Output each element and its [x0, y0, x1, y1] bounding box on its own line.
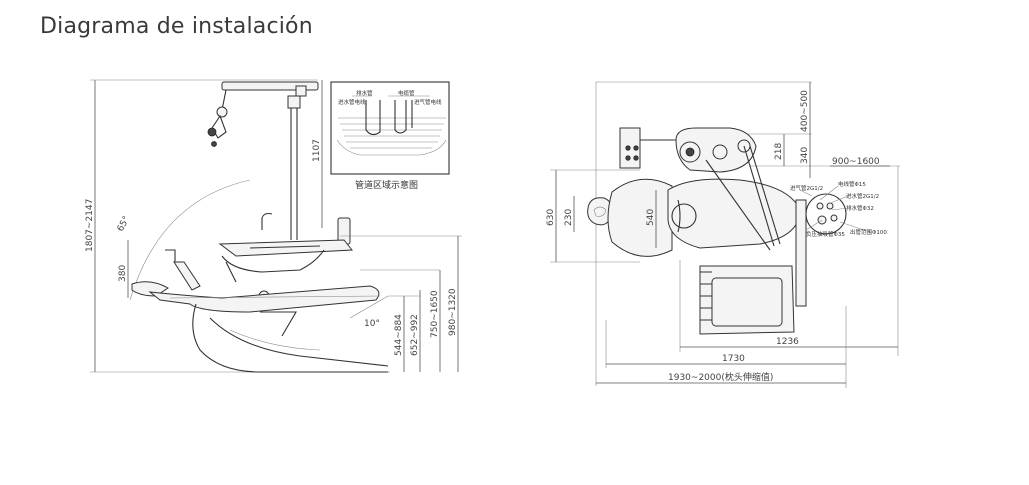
dim-630: 630	[546, 209, 556, 226]
dim-340: 340	[800, 147, 810, 164]
pipe-label-3: 进水管电线	[338, 98, 366, 106]
callout-5: 负压抽吸管Φ35	[806, 230, 845, 238]
dim-h1: 544~884	[394, 314, 404, 356]
callout-4: 排水管Φ32	[846, 204, 874, 212]
callout-6: 出管范围Φ100	[850, 228, 887, 236]
dim-h4: 980~1320	[448, 288, 458, 336]
callout-3: 进水管2G1/2	[846, 192, 879, 200]
instrument-tray	[218, 239, 353, 257]
dim-540: 540	[646, 209, 656, 226]
dim-1236: 1236	[776, 337, 799, 347]
dim-height-range: 1807~2147	[85, 199, 95, 252]
pole-cap	[295, 85, 307, 97]
dim-900-1600: 900~1600	[832, 157, 880, 167]
chair-seat	[148, 285, 380, 313]
dim-angle: 65°	[116, 215, 132, 234]
callout-2: 进气管2G1/2	[790, 184, 823, 192]
pipe-inset-drawing	[336, 95, 447, 156]
pipe-inset-frame	[330, 81, 450, 175]
dim-recline: 10°	[364, 319, 380, 329]
pipe-label-1: 排水管	[356, 89, 373, 97]
pipe-outlet-range	[805, 193, 847, 235]
callout-1: 电线管Φ15	[838, 180, 866, 188]
page-title: Diagrama de instalación	[40, 14, 313, 39]
dim-218: 218	[774, 143, 784, 160]
dim-seat-back: 380	[118, 265, 128, 282]
seat-top	[667, 178, 801, 249]
backrest-top	[607, 178, 673, 257]
pipe-label-4: 进气管电线	[414, 98, 442, 106]
dim-400-500: 400~500	[800, 90, 810, 132]
dim-1730: 1730	[722, 354, 745, 364]
dim-230: 230	[564, 209, 574, 226]
pipe-label-2: 电缆管	[398, 89, 415, 97]
dim-h3: 750~1650	[430, 290, 440, 338]
dim-lamp-height: 1107	[312, 139, 322, 162]
side-view: 1807~2147 380 65° 1107	[85, 79, 462, 373]
top-view: 400~500 218 340 900~1600 630 230	[546, 81, 900, 388]
pipe-inset-caption: 管道区域示意图	[355, 179, 418, 191]
lamp-arm	[221, 81, 319, 91]
dim-1930-2000: 1930~2000(枕头伸缩值)	[668, 371, 773, 383]
dim-h2: 652~992	[410, 314, 420, 356]
